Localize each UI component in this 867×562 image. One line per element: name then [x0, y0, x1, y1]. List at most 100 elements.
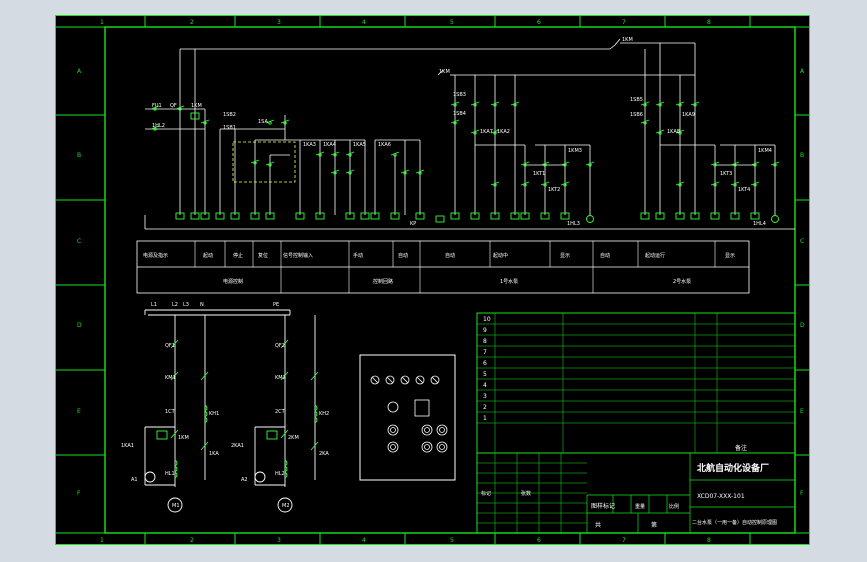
- parts-row-number: 5: [483, 371, 487, 378]
- row-letter: D: [800, 322, 805, 329]
- contact-symbol: [450, 119, 460, 125]
- bus-pe: PE: [273, 302, 279, 308]
- row-letter: E: [77, 408, 81, 415]
- label-ka5: 1KA5: [353, 142, 366, 148]
- label-page: 第: [651, 521, 657, 529]
- breaker-label: QF2: [275, 343, 285, 349]
- column-number: 1: [100, 537, 104, 544]
- indicator-lamp-symbol: [771, 215, 779, 223]
- contact-symbol: [470, 101, 480, 107]
- contact-symbol: [150, 105, 160, 111]
- panel-button: [387, 424, 399, 436]
- function-header-cell: 显示: [560, 253, 570, 259]
- parts-row-number: 6: [483, 360, 487, 367]
- ct-label: 1CT: [165, 409, 176, 415]
- panel-button: [421, 424, 433, 436]
- contact-symbol: [265, 161, 275, 167]
- function-table: 电源及指示起动停止复位信号控制输入手动自动自动起动中显示自动起动运行显示 电源控…: [136, 240, 750, 294]
- contact-symbol: [560, 161, 570, 167]
- label-total: 共: [595, 521, 601, 529]
- lamp-label: HL1: [165, 471, 175, 477]
- indicator-lamp-symbol: [586, 215, 594, 223]
- column-number: 4: [362, 19, 366, 26]
- relay-coil-symbol: [710, 212, 720, 220]
- column-number: 2: [190, 19, 194, 26]
- ammeter-label: A2: [241, 477, 248, 483]
- column-number: 6: [537, 537, 541, 544]
- relay-coil-symbol: [510, 212, 520, 220]
- label-km3: 1KM3: [568, 148, 582, 154]
- current-relay-label: 1KA1: [121, 443, 134, 449]
- relay-coil-symbol: [190, 212, 200, 220]
- row-letter: C: [800, 238, 804, 245]
- contact-symbol: [675, 129, 685, 135]
- contact-symbol: [730, 161, 740, 167]
- parts-row-number: 8: [483, 338, 487, 345]
- company-name: 北航自动化设备厂: [697, 462, 769, 474]
- relay-coil-symbol: [540, 212, 550, 220]
- current-relay-label: 2KA1: [231, 443, 244, 449]
- panel-button: [421, 441, 433, 453]
- indicator-lamp-symbol: [435, 215, 445, 223]
- bus-n: N: [200, 302, 204, 308]
- signal-contact-label: 2KM: [288, 435, 299, 441]
- relay-coil-symbol: [345, 212, 355, 220]
- relay-coil-symbol: [520, 212, 530, 220]
- contact-symbol: [770, 161, 780, 167]
- label-sb1: 1SB1: [223, 125, 236, 131]
- label-main-km: 1KM: [622, 37, 633, 43]
- label-kt2: 1KT2: [548, 187, 560, 193]
- relay-coil-symbol: [370, 212, 380, 220]
- label-sheet-count: 张数: [521, 490, 531, 497]
- function-header-cell: 手动: [353, 252, 363, 259]
- label-ka3: 1KA3: [303, 142, 316, 148]
- relay-coil-symbol: [415, 212, 425, 220]
- contact-symbol: [150, 125, 160, 131]
- label-ka2: 1KA2: [497, 129, 510, 135]
- contactor-label: KM1: [165, 375, 176, 381]
- function-footer-cell: 1号水泵: [500, 278, 518, 285]
- row-letter: B: [800, 152, 804, 159]
- thermal-relay-label: KH2: [319, 411, 329, 417]
- contact-symbol: [280, 119, 290, 125]
- contact-symbol: [730, 181, 740, 187]
- function-header-cell: 自动: [398, 252, 408, 259]
- function-header-cell: 起动运行: [645, 252, 665, 259]
- relay-coil-symbol: [295, 212, 305, 220]
- contact-symbol: [470, 129, 480, 135]
- label-kt3: 1KT3: [720, 171, 732, 177]
- panel-lamp: [430, 375, 440, 385]
- bus-l2: L2: [172, 302, 178, 308]
- label-hl2: 1HL2: [152, 123, 165, 129]
- motor-label: M2: [282, 503, 290, 509]
- relay-coil-symbol: [640, 212, 650, 220]
- function-table-header: 电源及指示起动停止复位信号控制输入手动自动自动起动中显示自动起动运行显示: [143, 252, 735, 259]
- relay-coil-symbol: [750, 212, 760, 220]
- label-ka6: 1KA6: [378, 142, 391, 148]
- selector-switch-box: [232, 141, 296, 183]
- row-letter: C: [77, 238, 81, 245]
- label-ka7: 1KA7: [480, 129, 493, 135]
- relay-coil-symbol: [315, 212, 325, 220]
- signal-relay-label: 2KA: [319, 451, 329, 457]
- contact-symbol: [655, 129, 665, 135]
- drawing-title: 二台水泵（一用一备）自动控制原理图: [692, 519, 777, 526]
- column-number: 3: [277, 19, 281, 26]
- column-number: 7: [622, 537, 626, 544]
- function-header-cell: 信号控制输入: [283, 252, 313, 259]
- label-qf: QF: [170, 103, 177, 109]
- function-header-cell: 显示: [725, 253, 735, 259]
- parts-row-number: 9: [483, 327, 487, 334]
- contact-symbol: [250, 159, 260, 165]
- contact-symbol: [345, 151, 355, 157]
- column-number: 7: [622, 19, 626, 26]
- relay-coil-symbol: [490, 212, 500, 220]
- function-footer-cell: 控制回路: [373, 278, 393, 285]
- contact-symbol: [675, 181, 685, 187]
- title-block: 北航自动化设备厂 XCD07-XXX-101 二台水泵（一用一备）自动控制原理图…: [476, 452, 796, 534]
- contact-symbol: [675, 101, 685, 107]
